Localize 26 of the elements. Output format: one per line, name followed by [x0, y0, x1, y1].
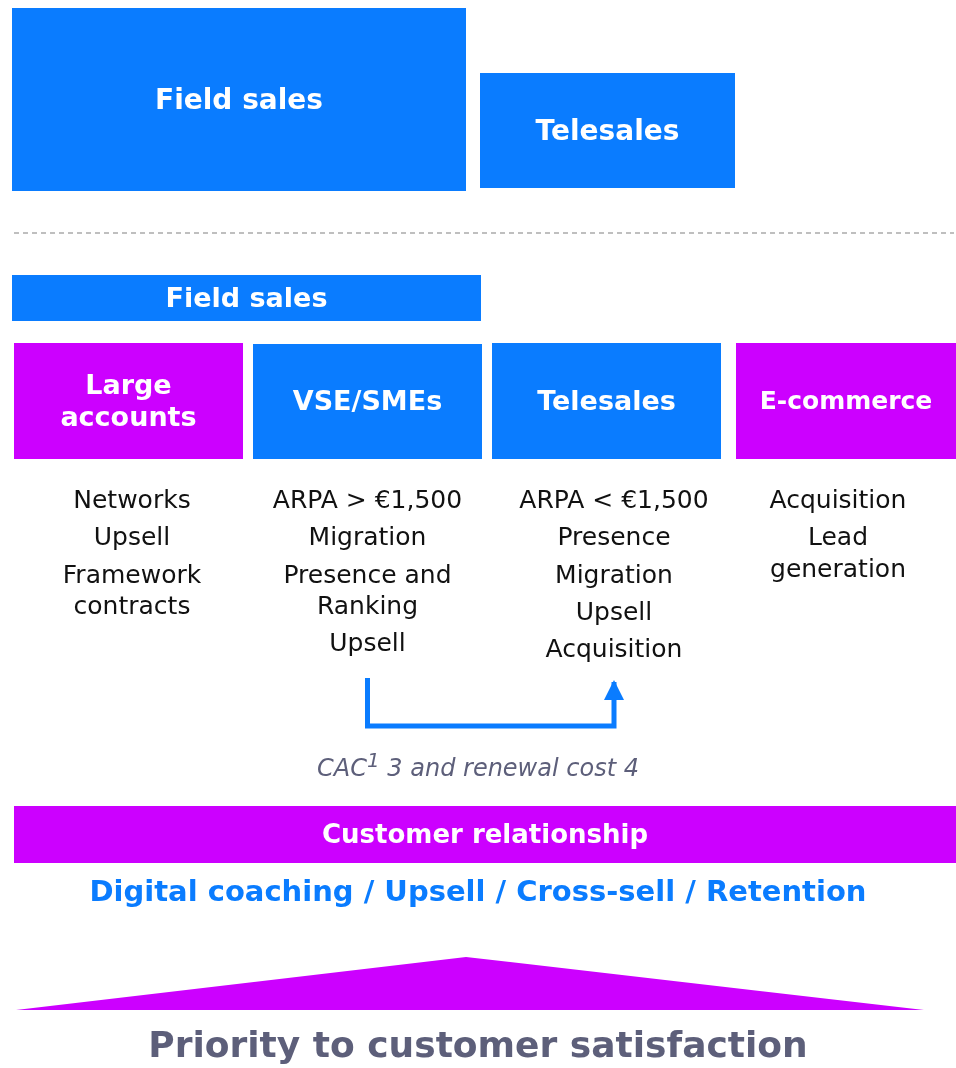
list-item: ARPA > €1,500	[272, 484, 463, 516]
list-item: ARPA < €1,500	[519, 484, 709, 516]
list-item: Upsell	[575, 595, 653, 627]
list-item: Migration	[555, 558, 673, 590]
category-header: Field sales	[12, 275, 481, 321]
list-item: Acquisition	[769, 484, 907, 516]
footnote-text: CAC$^{1}$ 3 and renewal cost 4	[317, 754, 639, 782]
list-item: Acquisition	[545, 633, 683, 665]
category-header: Field sales	[12, 8, 466, 191]
list-item: Presence and Ranking	[282, 558, 453, 621]
category-header: Telesales	[492, 343, 721, 459]
subtitle-text: Digital coaching / Upsell / Cross-sell / Retention	[89, 874, 867, 908]
list-item: Presence	[557, 521, 671, 553]
category-header: Customer relationship	[14, 806, 956, 863]
list-item: Networks	[73, 484, 191, 516]
arrow	[365, 678, 624, 729]
list-item: Upsell	[93, 521, 171, 553]
category-header: Telesales	[480, 73, 735, 188]
list-item: Upsell	[329, 627, 406, 659]
list-item: Framework contracts	[61, 558, 203, 621]
tagline-text: Priority to customer satisfaction	[148, 1024, 808, 1065]
list-item: Migration	[308, 521, 427, 553]
category-header: Large accounts	[14, 343, 243, 459]
category-header: E-commerce	[736, 343, 956, 459]
category-header: VSE/SMEs	[253, 344, 482, 459]
list-item: Lead generation	[769, 521, 907, 584]
